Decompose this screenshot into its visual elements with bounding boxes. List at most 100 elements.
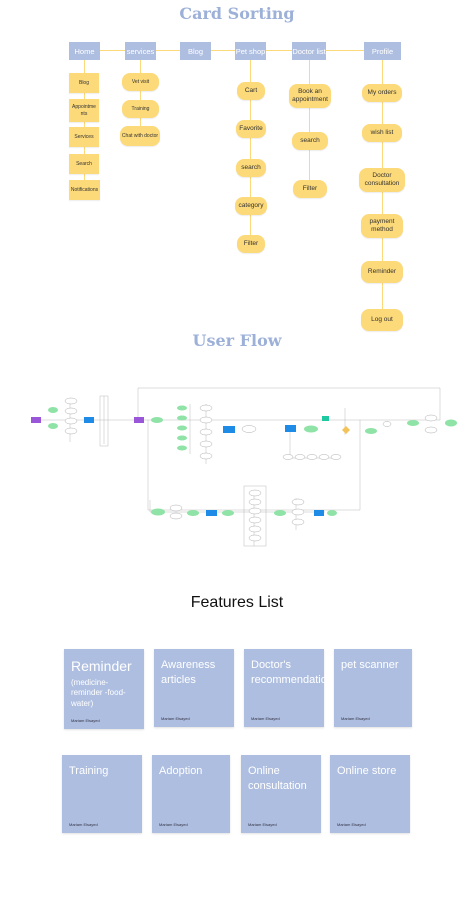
flow-node [291, 508, 305, 516]
sticky-blog: Blog [69, 73, 99, 93]
pill-doctor-search: search [292, 132, 328, 150]
pill-doctor-filter: Filter [293, 180, 327, 198]
flow-screen-node [223, 426, 235, 433]
flow-end-node [445, 419, 457, 427]
pill-chat-with-doctor: Chat with doctor [120, 126, 160, 146]
flow-group [243, 485, 267, 547]
flow-node [322, 416, 329, 421]
flow-node [187, 510, 199, 516]
flow-node [177, 425, 187, 431]
pill-payment-method: payment method [361, 214, 403, 238]
pill-book-appointment: Book an appointment [289, 84, 331, 108]
flow-node [134, 417, 144, 423]
flow-node [291, 498, 305, 506]
flow-node [248, 525, 262, 533]
pill-wish-list: wish list [362, 124, 402, 142]
feature-card-title: Online consultation [248, 765, 307, 793]
pill-search: search [236, 159, 266, 177]
flow-node [382, 421, 392, 427]
flow-node [318, 454, 330, 460]
feature-card-awareness-articles: Awareness articles Mariam Elsayed [154, 649, 234, 727]
feature-card-title: Awareness articles [161, 659, 216, 687]
feature-card-title-text: Reminder [71, 658, 132, 674]
flow-node [169, 504, 183, 512]
flow-node [248, 489, 262, 497]
flow-node [199, 428, 213, 436]
feature-card-author: Mariam Elsayed [251, 716, 280, 721]
feature-card-title: pet scanner [341, 659, 399, 671]
flow-node [294, 454, 306, 460]
feature-card-author: Mariam Elsayed [69, 822, 98, 827]
feature-card-title: Adoption [159, 765, 203, 777]
flow-node [199, 416, 213, 424]
nav-pet-shop: Pet shop [235, 42, 266, 60]
flow-node [306, 454, 318, 460]
flow-node [64, 397, 78, 405]
pill-training: Training [122, 100, 159, 118]
col-connector [309, 60, 310, 195]
feature-card-title: Doctor's recommendation [251, 659, 333, 687]
pill-filter: Filter [237, 235, 265, 253]
flow-node [248, 507, 262, 515]
flow-node [304, 425, 318, 433]
flow-group [99, 395, 109, 447]
user-flow-title: User Flow [192, 331, 282, 350]
col-connector [382, 60, 383, 325]
flow-node [248, 498, 262, 506]
feature-card-author: Mariam Elsayed [161, 716, 190, 721]
flow-node [151, 417, 163, 423]
feature-card-author: Mariam Elsayed [337, 822, 366, 827]
flow-decision-node [342, 426, 350, 434]
flow-node [169, 512, 183, 520]
pill-doctor-consultation: Doctor consultation [359, 168, 405, 192]
flow-node [151, 508, 165, 516]
flow-node [222, 510, 234, 516]
flow-node [177, 405, 187, 411]
flow-screen-node [285, 425, 296, 432]
pill-reminder: Reminder [361, 261, 403, 283]
feature-card-author: Mariam Elsayed [248, 822, 277, 827]
flow-node [241, 425, 257, 433]
flow-node [248, 534, 262, 542]
sticky-search: Search [69, 154, 99, 174]
flow-screen-node [206, 510, 217, 516]
flow-node [199, 404, 213, 412]
pill-cart: Cart [237, 82, 265, 100]
flow-node [424, 414, 438, 422]
nav-services: services [125, 42, 156, 60]
sticky-services: Services [69, 127, 99, 147]
feature-card-author: Mariam Elsayed [341, 716, 370, 721]
flow-node [199, 440, 213, 448]
flow-node [424, 426, 438, 434]
flow-node [282, 454, 294, 460]
feature-card-training: Training Mariam Elsayed [62, 755, 142, 833]
pill-vet-visit: Vet visit [122, 73, 159, 91]
feature-card-adoption: Adoption Mariam Elsayed [152, 755, 230, 833]
feature-card-title: Training [69, 765, 109, 777]
user-flow-diagram [31, 387, 457, 547]
sticky-notifications: Notifications [69, 180, 100, 200]
feature-card-subtitle: (medicine-reminder -food-water) [71, 677, 126, 709]
col-connector [250, 60, 251, 250]
flow-node [48, 407, 58, 413]
nav-doctor-list: Doctor list [292, 42, 326, 60]
nav-home: Home [69, 42, 100, 60]
flow-end-node [327, 510, 337, 516]
flow-node [274, 510, 286, 516]
nav-profile: Profile [364, 42, 401, 60]
feature-card-author: Mariam Elsayed [71, 718, 100, 723]
flow-node [407, 420, 419, 426]
nav-blog: Blog [180, 42, 211, 60]
feature-card-pet-scanner: pet scanner Mariam Elsayed [334, 649, 412, 727]
flow-screen-node [314, 510, 324, 516]
flow-node [64, 407, 78, 415]
flow-node [248, 516, 262, 524]
flow-node [64, 427, 78, 435]
feature-card-doctors-recommendation: Doctor's recommendation Mariam Elsayed [244, 649, 333, 727]
feature-card-title: Reminder (medicine-reminder -food-water) [71, 658, 138, 710]
flow-screen-node [84, 417, 94, 423]
flow-node [330, 454, 342, 460]
pill-my-orders: My orders [362, 84, 402, 102]
features-list-title: Features List [190, 594, 284, 611]
sticky-appointments: Appointme nts [69, 99, 99, 122]
